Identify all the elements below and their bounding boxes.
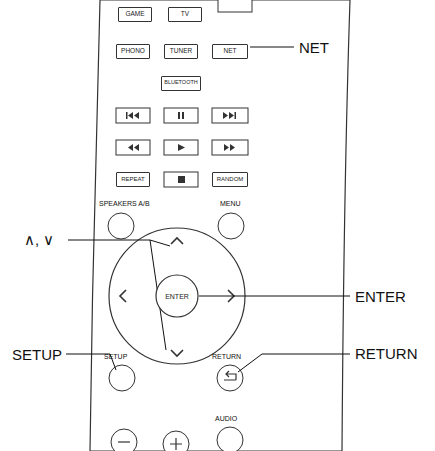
button-caption: AUDIO [215, 415, 237, 422]
remote-button: GAME [118, 7, 152, 22]
remote-button: NET [212, 44, 248, 59]
remote-button: TV [168, 7, 202, 22]
button-label: GAME [125, 11, 144, 18]
remote-body [90, 0, 350, 451]
leader-lines [66, 47, 350, 372]
button-label: REPEAT [121, 176, 145, 182]
button-caption: RETURN [212, 353, 241, 360]
remote-button: TUNER [164, 44, 198, 59]
button-icons [118, 371, 236, 450]
button-label: RANDOM [217, 176, 244, 182]
button-label: BLUETOOTH [164, 80, 198, 86]
button-caption: MENU [220, 200, 241, 207]
callout-label: RETURN [355, 346, 418, 361]
remote-button: REPEAT [116, 172, 150, 187]
callout-label: NET [299, 40, 329, 55]
callout-label: ENTER [355, 289, 406, 304]
remote-button: BLUETOOTH [161, 76, 201, 91]
nav-arrows [120, 238, 234, 356]
button-caption: SPEAKERS A/B [99, 200, 150, 207]
callout-label: ∧, ∨ [24, 232, 54, 247]
input-button [218, 0, 252, 12]
remote-button: RANDOM [212, 172, 248, 187]
button-label: ENTER [165, 293, 189, 300]
round-buttons [108, 213, 244, 451]
button-label: TV [181, 11, 189, 18]
transport-buttons [116, 108, 248, 187]
button-label: PHONO [121, 48, 145, 55]
remote-button: PHONO [116, 44, 150, 59]
button-label: NET [224, 48, 237, 55]
button-label: TUNER [170, 48, 192, 55]
button-caption: SETUP [104, 353, 127, 360]
callout-label: SETUP [12, 347, 62, 362]
enter-button: ENTER [155, 274, 199, 318]
